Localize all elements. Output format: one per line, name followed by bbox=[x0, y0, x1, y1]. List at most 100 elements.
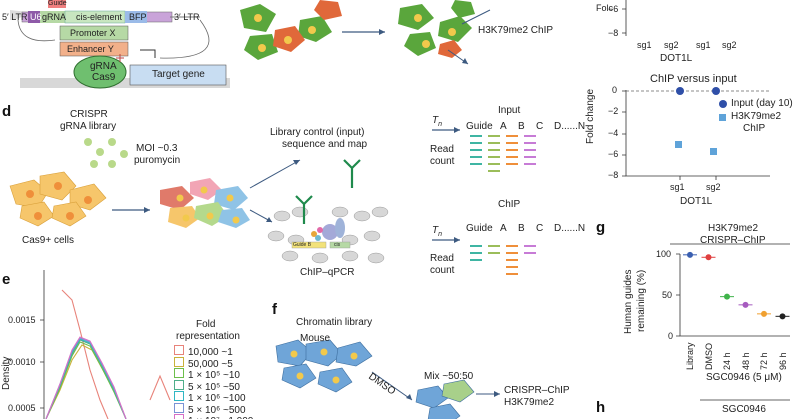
panel-c-axes bbox=[622, 0, 770, 180]
g-ytick-0: 0 bbox=[668, 331, 674, 341]
guide-b-tiny: Guide B bbox=[293, 242, 312, 248]
density-curve-1 bbox=[61, 289, 109, 419]
mouse-label: Mouse bbox=[300, 333, 331, 344]
panel-d-diagram bbox=[9, 127, 536, 275]
guide-letter-c-input: C bbox=[536, 121, 544, 132]
input-point-sg1 bbox=[676, 87, 684, 95]
guides-xtick: 24 h bbox=[722, 352, 732, 370]
cas9-cells-label: Cas9+ cells bbox=[22, 235, 74, 246]
density-legend-item: 50,000 ~5 bbox=[174, 356, 233, 370]
density-legend-swatch bbox=[174, 402, 184, 413]
input-point-sg2 bbox=[712, 87, 720, 95]
g-ylabel-2: remaining (%) bbox=[636, 269, 647, 332]
g-ytick-100: 100 bbox=[656, 249, 672, 259]
density-legend-item: 1 × 10⁶ ~100 bbox=[174, 391, 246, 404]
guide-letter-b-chip: B bbox=[518, 223, 525, 234]
legend-title-2: representation bbox=[176, 331, 240, 342]
guide-letter-d-input: D......N bbox=[554, 121, 586, 132]
c-bottom-xlabel: DOT1L bbox=[680, 196, 713, 207]
crispr-label-1: CRISPR bbox=[70, 109, 108, 120]
density-legend-label: 5 × 10⁵ ~50 bbox=[188, 381, 240, 393]
density-ytick-15: 0.0015 bbox=[8, 315, 36, 325]
legend-input-label: Input (day 10) bbox=[731, 98, 793, 109]
guides-xtick: DMSO bbox=[703, 343, 714, 370]
density-curve-tail bbox=[149, 374, 171, 401]
top-cells bbox=[240, 0, 491, 65]
panel-f-letter: f bbox=[272, 301, 277, 318]
puromycin-label: puromycin bbox=[134, 155, 181, 166]
grna-cas9-label-2: Cas9 bbox=[92, 72, 116, 83]
legend-title-1: Fold bbox=[196, 319, 216, 330]
guides-point bbox=[687, 251, 693, 258]
panel-e-axes bbox=[40, 270, 45, 419]
density-legend-label: 5 × 10⁶ ~500 bbox=[188, 404, 246, 416]
c-ytick-4: −4 bbox=[608, 128, 619, 138]
guides-point bbox=[742, 301, 749, 308]
c-top-ytick-8: −8 bbox=[608, 28, 619, 38]
c-top-xtick-3: sg1 bbox=[696, 40, 711, 50]
panel-g-axes bbox=[670, 243, 790, 401]
density-legend-label: 1 × 10⁶ ~100 bbox=[188, 393, 246, 404]
guides-xtick: 72 h bbox=[759, 352, 769, 370]
density-curve-7 bbox=[45, 336, 127, 419]
fold-change-axis-top: Folc bbox=[596, 3, 614, 13]
tn-label-input: Tn bbox=[432, 115, 443, 129]
chip-vs-input-title: ChIP versus input bbox=[650, 73, 737, 85]
panel-g-letter: g bbox=[596, 219, 606, 236]
density-legend-swatch bbox=[174, 391, 184, 401]
moi-label: MOI ~0.3 bbox=[136, 143, 178, 154]
h3k79-chip-label: H3K79me2 ChIP bbox=[478, 25, 554, 36]
h-title: SGC0946 bbox=[722, 404, 766, 415]
chip-point-sg2 bbox=[710, 148, 717, 155]
grna-cas9-label-1: gRNA bbox=[90, 61, 117, 72]
density-legend-swatch bbox=[174, 368, 184, 378]
chip-point-sg1 bbox=[675, 141, 682, 148]
guide-letter-a-chip: A bbox=[500, 223, 507, 234]
mix-label: Mix ~50:50 bbox=[424, 371, 474, 382]
density-legend-label: 50,000 ~5 bbox=[188, 358, 233, 370]
guide-label-input: Guide bbox=[466, 121, 493, 132]
chip-title: ChIP bbox=[498, 199, 521, 210]
legend-input-marker bbox=[719, 100, 727, 108]
crispr-chip-label: CRISPR–ChIP bbox=[504, 385, 570, 396]
library-control-label-2: sequence and map bbox=[282, 139, 368, 150]
guide-letter-c-chip: C bbox=[536, 223, 544, 234]
target-gene-label: Target gene bbox=[152, 69, 205, 80]
g-ytick-50: 50 bbox=[662, 290, 673, 300]
c-top-xlabel: DOT1L bbox=[660, 53, 693, 64]
promoter-label: Promoter X bbox=[70, 28, 116, 38]
c-ytick-8: −8 bbox=[608, 170, 619, 180]
ltr3-label: 3′ LTR bbox=[174, 12, 200, 22]
density-legend-label: 1 × 10⁵ ~10 bbox=[188, 370, 240, 381]
cis-tiny: cis bbox=[334, 242, 341, 248]
density-legend-swatch bbox=[174, 345, 184, 355]
g-title-1: H3K79me2 bbox=[708, 223, 759, 234]
read-count-input-2: count bbox=[430, 156, 455, 167]
c-ytick-2: −2 bbox=[608, 106, 619, 116]
density-curve-3 bbox=[45, 341, 127, 419]
cis-element-label: cis-element bbox=[76, 12, 123, 22]
guides-xtick: 96 h bbox=[777, 352, 788, 370]
c-top-xtick-1: sg1 bbox=[637, 40, 652, 50]
h3k79me2-label-f: H3K79me2 bbox=[504, 397, 555, 408]
grna-label: gRNA bbox=[42, 12, 67, 22]
guides-point bbox=[779, 313, 786, 320]
density-legend-item: 1 × 10⁵ ~10 bbox=[174, 368, 240, 381]
density-legend-swatch bbox=[174, 414, 184, 419]
legend-chip-label-2: ChIP bbox=[743, 123, 766, 134]
guide-letter-a-input: A bbox=[500, 121, 507, 132]
panel-d-letter: d bbox=[2, 103, 12, 120]
ltr5-label: 5′ LTR bbox=[2, 12, 28, 22]
g-xlabel: SGC0946 (5 μM) bbox=[706, 372, 782, 383]
g-ylabel-1: Human guides bbox=[623, 269, 634, 334]
read-count-chip-2: count bbox=[430, 265, 455, 276]
c-top-xtick-4: sg2 bbox=[722, 40, 737, 50]
read-count-input-1: Read bbox=[430, 144, 454, 155]
density-ytick-10: 0.0010 bbox=[8, 357, 36, 367]
density-legend-item: 1 × 10⁷ ~1,000 bbox=[174, 414, 253, 419]
density-legend-item: 5 × 10⁶ ~500 bbox=[174, 402, 246, 416]
guides-xtick: 48 h bbox=[740, 352, 751, 370]
